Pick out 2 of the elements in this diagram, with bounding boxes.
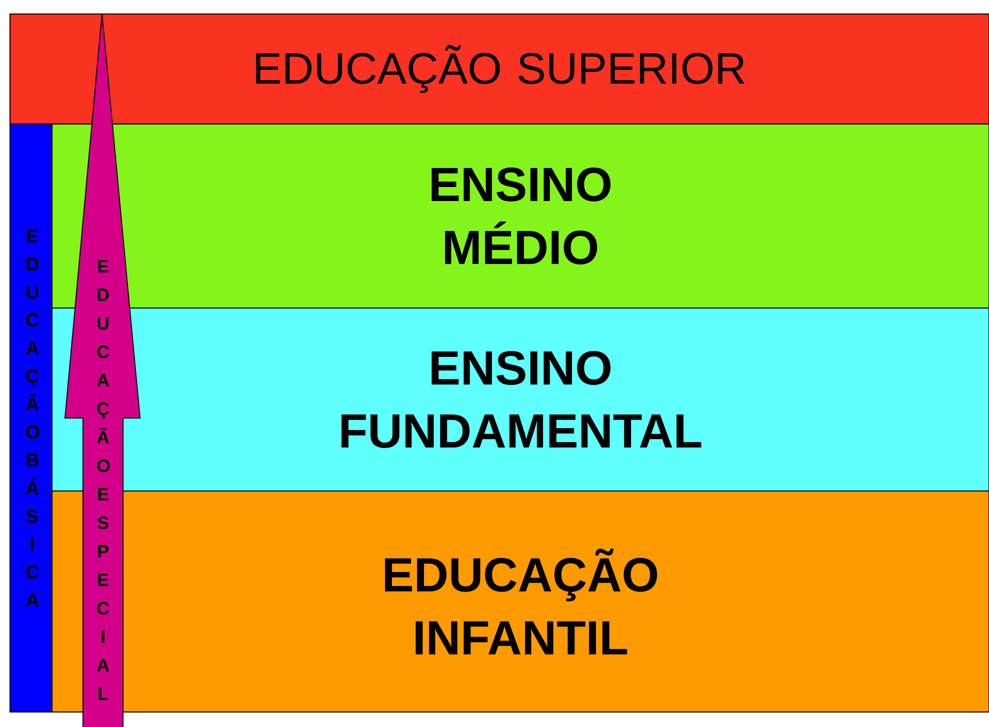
level-band: EDUCAÇÃO SUPERIOR xyxy=(10,14,989,124)
side-bar: EDUCAÇÃO BÁSICA xyxy=(10,124,52,712)
